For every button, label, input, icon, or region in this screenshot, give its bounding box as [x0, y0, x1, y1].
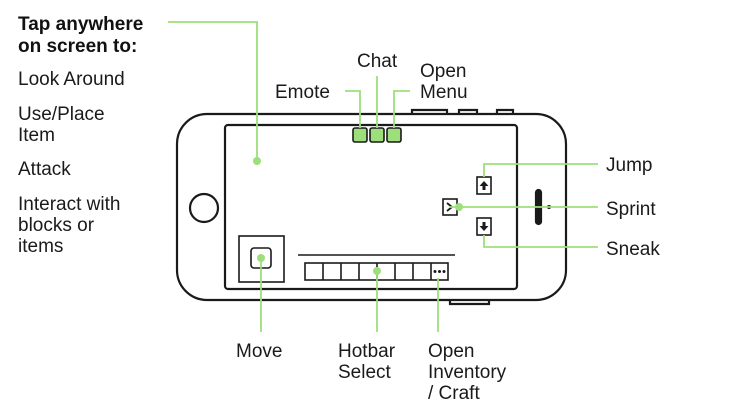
action-look-around: Look Around — [18, 69, 125, 90]
sprint-label: Sprint — [606, 199, 656, 220]
arrow-down-icon — [479, 222, 489, 231]
action-use-place-item-line: Use/Place — [18, 104, 105, 125]
action-use-place-item-line: Item — [18, 125, 55, 146]
menu-label-line: Menu — [420, 82, 468, 103]
menu-button[interactable] — [386, 127, 402, 143]
hotbar-callout-dot — [373, 267, 381, 275]
emote-callout-line — [345, 90, 361, 128]
emote-label: Emote — [275, 82, 330, 103]
power-button — [448, 300, 491, 306]
sneak-callout-line — [483, 235, 598, 248]
action-interact-line: Interact with — [18, 194, 120, 215]
sneak-label-line: Sneak — [606, 239, 660, 260]
action-look-around-line: Look Around — [18, 69, 125, 90]
chat-label-line: Chat — [357, 51, 398, 72]
chat-button[interactable] — [369, 127, 385, 143]
sprint-label-line: Sprint — [606, 199, 656, 220]
jump-label-line: Jump — [606, 155, 652, 176]
menu-callout-line — [393, 90, 410, 128]
arrow-up-icon — [479, 181, 489, 190]
hotbar-dividers — [322, 263, 432, 280]
emote-label-line: Emote — [275, 82, 330, 103]
chat-label: Chat — [357, 51, 398, 72]
callout-dots — [253, 157, 463, 275]
tap-heading-line: on screen to: — [18, 36, 137, 57]
hotbar-label-line: Hotbar — [338, 341, 396, 362]
jump-label: Jump — [606, 155, 652, 176]
inventory-label-line: / Craft — [428, 383, 480, 404]
home-button — [188, 192, 220, 224]
volume-buttons — [410, 108, 479, 114]
action-interact-line: items — [18, 236, 63, 257]
tap-heading-line: Tap anywhere — [18, 14, 143, 35]
inventory-label-line: Inventory — [428, 362, 507, 383]
sprint-callout-dot — [455, 203, 463, 211]
ellipsis-icon — [433, 270, 446, 273]
jump-callout-line — [483, 163, 598, 177]
action-attack-line: Attack — [18, 159, 71, 180]
emote-button[interactable] — [352, 127, 368, 143]
action-attack: Attack — [18, 159, 71, 180]
tap-callout-line — [168, 21, 258, 160]
menu-label-line: Open — [420, 61, 466, 82]
top-button — [495, 108, 515, 114]
action-interact-line: blocks or — [18, 215, 95, 236]
inventory-label-line: Open — [428, 341, 474, 362]
move-label: Move — [236, 341, 282, 362]
screen-controls — [238, 127, 492, 283]
sneak-label: Sneak — [606, 239, 660, 260]
tap-callout-dot — [253, 157, 261, 165]
move-callout-dot — [257, 254, 265, 262]
hotbar-label-line: Select — [338, 362, 392, 383]
callout-lines — [168, 21, 598, 332]
move-label-line: Move — [236, 341, 282, 362]
